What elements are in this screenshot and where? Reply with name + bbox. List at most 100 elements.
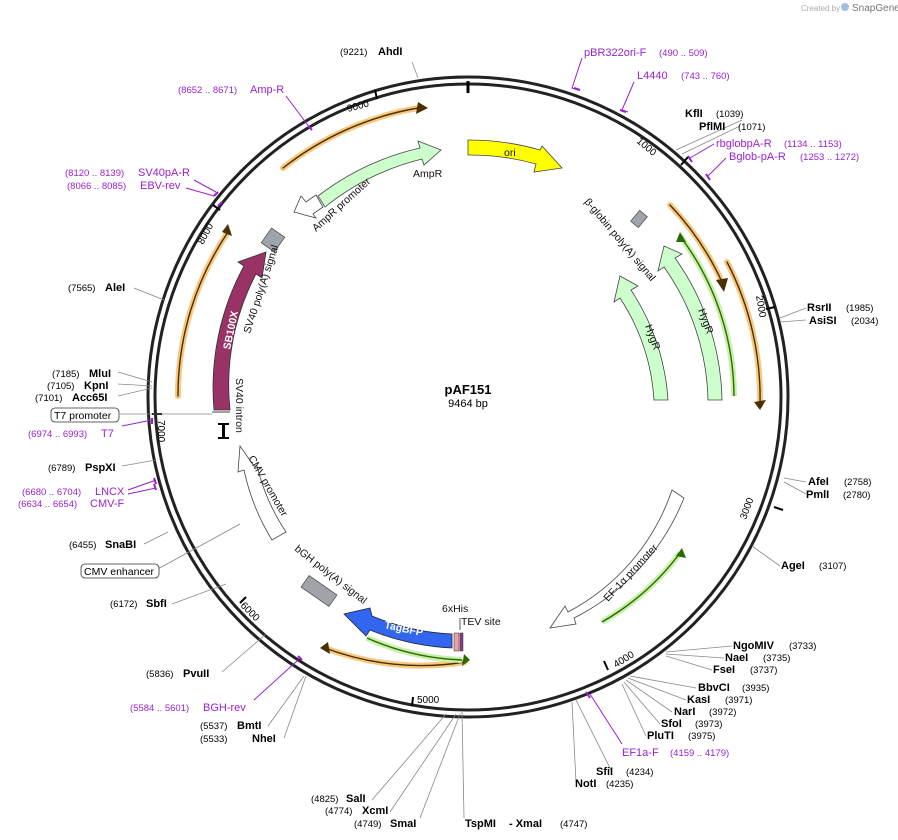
site-name-alei[interactable]: AleI [105, 282, 125, 294]
feature-ampr[interactable]: AmpR [317, 140, 443, 208]
site-name-acc65i[interactable]: Acc65I [72, 392, 107, 404]
tick-label-7000: 7000 [155, 420, 166, 443]
site-name-nari[interactable]: NarI [674, 706, 695, 718]
site-pos-pflmi: (1071) [738, 122, 765, 133]
site-pos-rsrii: (1985) [846, 303, 873, 314]
primer-pos-lncx: (6680 .. 6704) [22, 487, 81, 498]
feature-hygr-inner[interactable]: HygR [613, 275, 669, 401]
site-pos-nari: (3972) [709, 707, 736, 718]
site-name-bbvci[interactable]: BbvCI [698, 682, 730, 694]
created-by-text: Created by [801, 4, 840, 13]
site-name-snabi[interactable]: SnaBI [105, 539, 136, 551]
site-name-xmai[interactable]: - XmaI [509, 818, 542, 830]
site-pos-sali: (4825) [311, 794, 338, 805]
primer-name-sv40pa-r[interactable]: SV40pA-R [138, 167, 190, 179]
site-pos-xmai: (4747) [560, 819, 587, 830]
site-pos-sbfi: (6172) [110, 599, 137, 610]
site-name-xcmi[interactable]: XcmI [362, 805, 388, 817]
primer-pos-pbr322ori-f: (490 .. 509) [659, 48, 708, 59]
primer-pos-l4440: (743 .. 760) [681, 71, 730, 82]
site-name-kfli[interactable]: KflI [685, 108, 703, 120]
site-name-kasi[interactable]: KasI [687, 694, 710, 706]
feature-ampr-promoter[interactable]: AmpR promoter [293, 175, 373, 234]
feature-label-6xhis: 6xHis [442, 603, 468, 615]
site-name-ngomiv[interactable]: NgoMIV [733, 640, 775, 652]
feature-tev-site[interactable]: TEV site [453, 616, 501, 652]
site-name-naei[interactable]: NaeI [725, 652, 748, 664]
feature-label-bglobin-polya: β-globin poly(A) signal [582, 196, 658, 283]
primer-name-lncx[interactable]: LNCX [95, 486, 125, 498]
primer-name-ef1a-f[interactable]: EF1a-F [622, 747, 659, 759]
primer-pos-ebv-rev: (8066 .. 8085) [67, 181, 126, 192]
primer-name-pbr322ori-f[interactable]: pBR322ori-F [584, 47, 647, 59]
site-name-mlui[interactable]: MluI [89, 368, 111, 380]
site-name-ahdi[interactable]: AhdI [378, 46, 402, 58]
site-name-pspxi[interactable]: PspXI [85, 462, 116, 474]
boxed-label-t7-promoter-text: T7 promoter [54, 410, 112, 422]
feature-bgh-polya[interactable]: bGH poly(A) signal [292, 543, 369, 608]
site-pos-kasi: (3971) [725, 695, 752, 706]
feature-ori[interactable]: ori [467, 139, 563, 173]
site-name-afei[interactable]: AfeI [808, 476, 829, 488]
site-name-nhei[interactable]: NheI [252, 733, 276, 745]
site-name-sfoi[interactable]: SfoI [661, 718, 682, 730]
feature-bglobin-polya[interactable]: β-globin poly(A) signal [582, 196, 658, 283]
site-name-sali[interactable]: SalI [346, 793, 366, 805]
feature-cmv-promoter[interactable]: CMV promoter [237, 444, 290, 541]
boxed-label-t7-promoter[interactable]: T7 promoter [50, 407, 120, 423]
site-name-pmli[interactable]: PmlI [806, 489, 829, 501]
boxed-label-cmv-enhancer[interactable]: CMV enhancer [80, 563, 160, 579]
tick-label-3000: 3000 [738, 496, 756, 521]
plasmid-name: pAF151 [445, 382, 492, 397]
site-name-noti[interactable]: NotI [575, 778, 596, 790]
site-pos-sfoi: (3973) [695, 719, 722, 730]
site-name-pluti[interactable]: PluTI [647, 730, 674, 742]
site-pos-ngomiv: (3733) [789, 641, 816, 652]
site-pos-pluti: (3975) [688, 731, 715, 742]
primer-name-rbglobpa-r[interactable]: rbglobpA-R [716, 138, 772, 150]
primer-pos-rbglobpa-r: (1134 .. 1153) [784, 139, 842, 150]
site-pos-alei: (7565) [68, 283, 95, 294]
site-name-rsrii[interactable]: RsrII [807, 302, 831, 314]
site-name-pflmi[interactable]: PflMI [699, 121, 725, 133]
site-pos-kfli: (1039) [716, 109, 743, 120]
site-name-sfii[interactable]: SfiI [596, 766, 613, 778]
feature-label-ampr: AmpR [413, 168, 443, 180]
site-pos-mlui: (7185) [52, 369, 79, 380]
tick-label-5000: 5000 [417, 695, 440, 706]
site-name-tspmi[interactable]: TspMI [465, 818, 496, 830]
primer-name-t7[interactable]: T7 [101, 428, 114, 440]
feature-label-ori: ori [504, 147, 516, 159]
site-name-sbfi[interactable]: SbfI [146, 598, 167, 610]
site-pos-afei: (2758) [844, 477, 871, 488]
primer-name-bglob-pa-r[interactable]: Bglob-pA-R [729, 151, 786, 163]
snapgene-brand-text: SnapGene [852, 3, 898, 14]
site-name-pvuii[interactable]: PvuII [183, 668, 209, 680]
primer-pos-bglob-pa-r: (1253 .. 1272) [800, 152, 859, 163]
site-name-bmti[interactable]: BmtI [237, 720, 261, 732]
site-name-fsei[interactable]: FseI [713, 664, 735, 676]
site-pos-xcmi: (4774) [325, 806, 352, 817]
site-name-asisi[interactable]: AsiSI [809, 315, 837, 327]
primer-name-ebv-rev[interactable]: EBV-rev [140, 180, 181, 192]
feature-tagbfp[interactable]: TagBFP [343, 607, 453, 649]
site-pos-snabi: (6455) [69, 540, 96, 551]
primer-pos-t7: (6974 .. 6993) [28, 429, 87, 440]
tick-label-1000: 1000 [634, 136, 658, 159]
feature-ef1a-promoter[interactable]: EF-1α promoter [549, 489, 685, 629]
site-pos-asisi: (2034) [851, 316, 878, 327]
site-name-smai[interactable]: SmaI [390, 818, 416, 830]
primer-pos-bgh-rev: (5584 .. 5601) [130, 703, 189, 714]
feature-6xhis[interactable]: 6xHis [442, 603, 468, 652]
feature-sv40-intron[interactable]: SV40 intron [218, 378, 245, 439]
site-pos-ahdi: (9221) [340, 47, 367, 58]
site-pos-acc65i: (7101) [35, 393, 62, 404]
site-pos-naei: (3735) [763, 653, 790, 664]
site-name-agei[interactable]: AgeI [781, 560, 805, 572]
site-pos-agei: (3107) [819, 561, 846, 572]
primer-name-l4440[interactable]: L4440 [637, 70, 668, 82]
primer-name-cmv-f[interactable]: CMV-F [90, 498, 125, 510]
primer-name-amp-r[interactable]: Amp-R [250, 84, 284, 96]
site-name-kpni[interactable]: KpnI [84, 380, 108, 392]
primer-name-bgh-rev[interactable]: BGH-rev [203, 702, 246, 714]
